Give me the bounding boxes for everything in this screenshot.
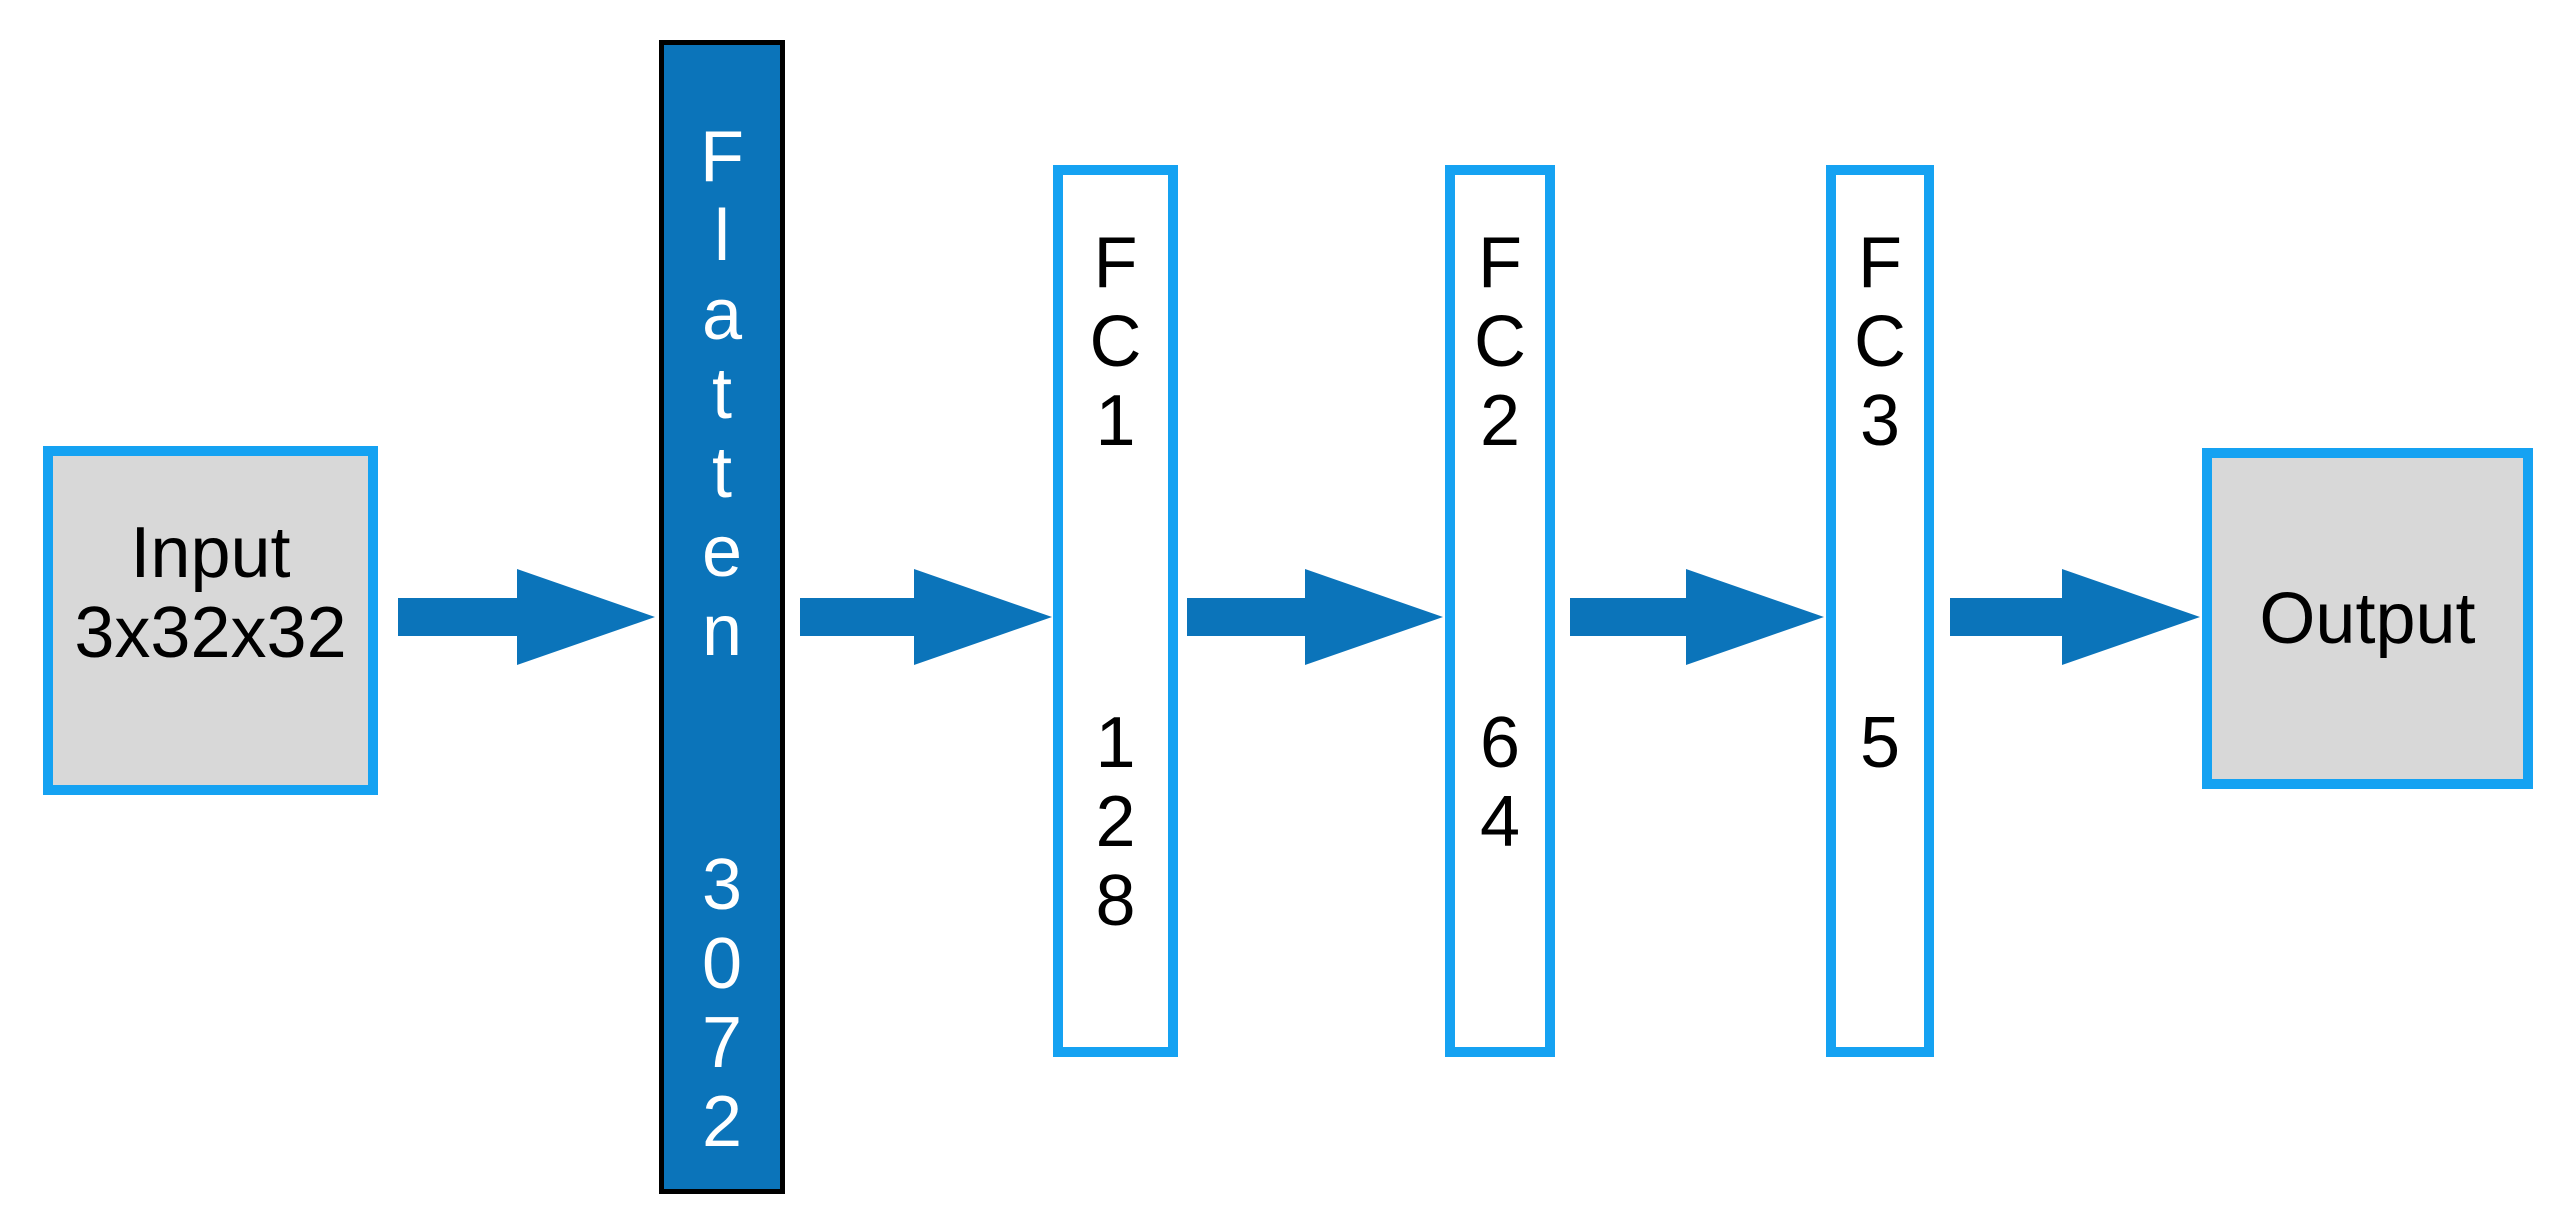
arrow-shaft (1187, 598, 1307, 636)
arrow-right-icon (517, 569, 655, 665)
arrow-fc2-to-fc3 (1570, 569, 1824, 665)
fc3-node-size: 5 (1859, 702, 1901, 783)
arrow-shaft (1950, 598, 2064, 636)
arrow-shaft (800, 598, 916, 636)
arrow-fc1-to-fc2 (1187, 569, 1443, 665)
arrow-shaft (1570, 598, 1688, 636)
input-label-line1: Input (130, 512, 291, 593)
arrow-right-icon (1305, 569, 1443, 665)
arrow-fc3-to-output (1950, 569, 2200, 665)
input-node-label: Input 3x32x32 (74, 513, 346, 673)
output-node: Output (2202, 448, 2533, 789)
input-node: Input 3x32x32 (43, 446, 378, 795)
arrow-right-icon (1686, 569, 1824, 665)
input-label-line2: 3x32x32 (74, 592, 347, 673)
output-node-label: Output (2259, 578, 2476, 659)
arrow-flatten-to-fc1 (800, 569, 1052, 665)
arrow-input-to-flatten (398, 569, 655, 665)
arrow-right-icon (2062, 569, 2200, 665)
arrow-shaft (398, 598, 519, 636)
arrow-right-icon (914, 569, 1052, 665)
